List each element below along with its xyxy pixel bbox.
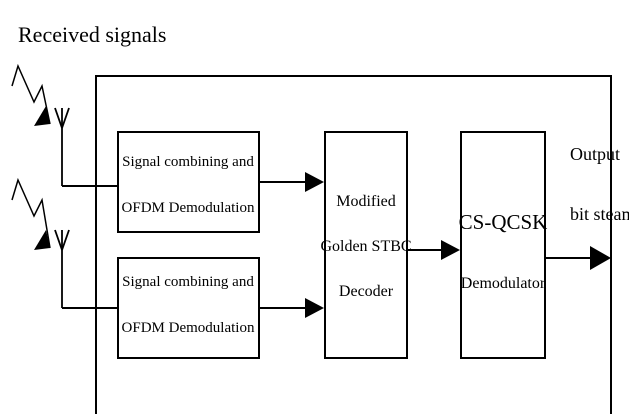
antenna-icon [54,229,70,308]
output-line2: bit steams [570,204,629,224]
cs-qcsk-demodulator-block [460,131,546,359]
antenna-icon [54,107,70,186]
arrow-right-icon [407,240,460,260]
stbc-line2: Golden STBC [320,238,411,255]
arrow-right-icon [259,172,324,192]
stbc-line1: Modified [336,193,396,210]
received-signals-label: Received signals [18,22,166,47]
stbc-line3: Decoder [339,283,394,300]
ofdm-top-line1: Signal combining and [122,154,254,170]
output-line1: Output [570,144,620,164]
receiver-frame [95,75,612,414]
cs-qcsk-line2: Demodulator [461,275,546,292]
cs-qcsk-line1: CS-QCSK [459,210,548,234]
lightning-icon [11,63,51,126]
arrow-right-icon [259,298,324,318]
ofdm-bottom-line2: OFDM Demodulation [122,320,255,336]
arrow-right-icon [545,246,611,270]
ofdm-demod-block-top [117,131,260,233]
stbc-decoder-block [324,131,408,359]
ofdm-demod-block-bottom [117,257,260,359]
lightning-icon [11,177,51,250]
ofdm-top-line2: OFDM Demodulation [122,200,255,216]
ofdm-bottom-line1: Signal combining and [122,274,254,290]
